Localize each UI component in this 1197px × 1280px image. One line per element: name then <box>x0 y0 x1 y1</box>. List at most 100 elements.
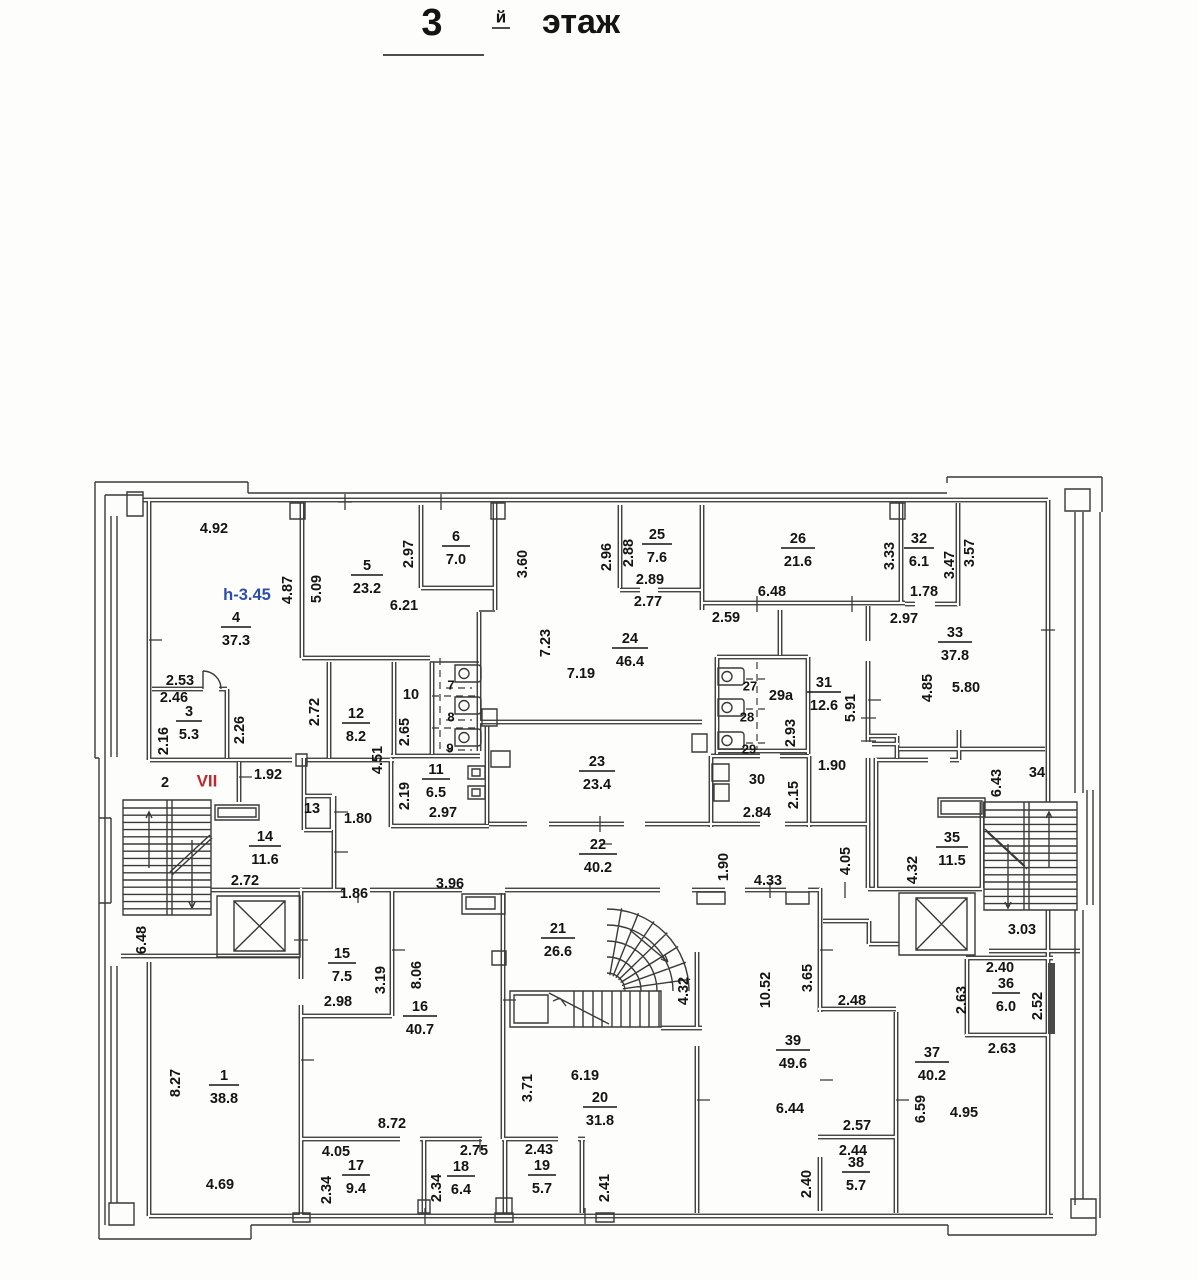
svg-text:33: 33 <box>947 625 963 641</box>
svg-text:2.40: 2.40 <box>986 960 1014 976</box>
svg-text:37: 37 <box>924 1045 940 1061</box>
svg-text:3.19: 3.19 <box>373 966 389 994</box>
svg-text:27: 27 <box>743 679 757 694</box>
svg-text:19: 19 <box>534 1158 550 1174</box>
svg-text:38.8: 38.8 <box>210 1091 238 1107</box>
svg-text:2.15: 2.15 <box>786 781 802 809</box>
svg-text:2.57: 2.57 <box>843 1118 871 1134</box>
svg-text:15: 15 <box>334 946 350 962</box>
svg-text:36: 36 <box>998 976 1014 992</box>
svg-text:34: 34 <box>1029 765 1045 781</box>
svg-text:8.06: 8.06 <box>409 961 425 989</box>
svg-text:4.33: 4.33 <box>754 873 782 889</box>
svg-text:4.85: 4.85 <box>920 674 936 702</box>
svg-text:6.48: 6.48 <box>758 584 786 600</box>
svg-text:6.59: 6.59 <box>913 1095 929 1123</box>
svg-text:2.26: 2.26 <box>232 716 248 744</box>
svg-text:2.52: 2.52 <box>1030 992 1046 1020</box>
svg-text:h-3.45: h-3.45 <box>223 586 271 604</box>
svg-text:7.0: 7.0 <box>446 552 466 568</box>
svg-text:21: 21 <box>550 921 566 937</box>
svg-text:2.59: 2.59 <box>712 610 740 626</box>
svg-text:24: 24 <box>622 631 638 647</box>
svg-text:4.05: 4.05 <box>838 847 854 875</box>
svg-text:6.21: 6.21 <box>390 598 418 614</box>
svg-text:4.32: 4.32 <box>676 977 692 1005</box>
svg-text:3.65: 3.65 <box>800 964 816 992</box>
svg-text:2.72: 2.72 <box>307 698 323 726</box>
svg-text:1.90: 1.90 <box>716 853 732 881</box>
svg-text:2.34: 2.34 <box>319 1176 335 1204</box>
svg-text:7.6: 7.6 <box>647 550 667 566</box>
svg-text:3.33: 3.33 <box>882 542 898 570</box>
svg-text:2.65: 2.65 <box>397 718 413 746</box>
svg-text:28: 28 <box>740 710 754 725</box>
svg-text:2.97: 2.97 <box>429 805 457 821</box>
svg-text:2.48: 2.48 <box>838 993 866 1009</box>
svg-text:6.44: 6.44 <box>776 1101 804 1117</box>
svg-text:21.6: 21.6 <box>784 554 812 570</box>
svg-text:11: 11 <box>428 762 443 778</box>
svg-text:6.0: 6.0 <box>996 999 1016 1015</box>
svg-text:26.6: 26.6 <box>544 944 572 960</box>
svg-text:40.2: 40.2 <box>584 860 612 876</box>
svg-text:32: 32 <box>911 531 927 547</box>
svg-text:7.19: 7.19 <box>567 666 595 682</box>
svg-text:3.57: 3.57 <box>962 539 978 567</box>
svg-text:2.77: 2.77 <box>634 594 662 610</box>
svg-text:11.5: 11.5 <box>938 853 965 869</box>
svg-text:4.92: 4.92 <box>200 521 228 537</box>
svg-text:1: 1 <box>220 1068 228 1084</box>
svg-text:3.03: 3.03 <box>1008 922 1036 938</box>
svg-text:5.91: 5.91 <box>843 694 859 722</box>
svg-text:2.34: 2.34 <box>429 1174 445 1202</box>
svg-text:16: 16 <box>412 999 428 1015</box>
svg-text:1.90: 1.90 <box>818 758 846 774</box>
svg-text:35: 35 <box>944 830 960 846</box>
svg-text:20: 20 <box>592 1090 608 1106</box>
svg-text:2.46: 2.46 <box>160 690 188 706</box>
svg-text:8.2: 8.2 <box>346 729 366 745</box>
svg-text:4: 4 <box>232 610 240 626</box>
svg-text:7: 7 <box>447 678 454 693</box>
svg-text:9: 9 <box>446 741 453 756</box>
svg-text:5.09: 5.09 <box>309 575 325 603</box>
svg-text:2.72: 2.72 <box>231 873 259 889</box>
svg-text:2: 2 <box>161 775 169 791</box>
svg-text:2.19: 2.19 <box>397 782 413 810</box>
svg-text:6: 6 <box>452 529 460 545</box>
svg-text:25: 25 <box>649 527 665 543</box>
svg-text:2.97: 2.97 <box>890 611 918 627</box>
svg-text:13: 13 <box>304 801 320 817</box>
svg-text:9.4: 9.4 <box>346 1181 366 1197</box>
svg-text:1.78: 1.78 <box>910 584 938 600</box>
svg-text:46.4: 46.4 <box>616 654 644 670</box>
svg-text:11.6: 11.6 <box>251 852 278 868</box>
svg-text:1.80: 1.80 <box>344 811 372 827</box>
svg-text:37.8: 37.8 <box>941 648 969 664</box>
svg-text:4.95: 4.95 <box>950 1105 978 1121</box>
svg-text:31.8: 31.8 <box>586 1113 614 1129</box>
svg-text:31: 31 <box>816 675 832 691</box>
svg-text:23.4: 23.4 <box>583 777 611 793</box>
svg-text:2.89: 2.89 <box>636 572 664 588</box>
svg-text:2.84: 2.84 <box>743 805 771 821</box>
svg-text:4.32: 4.32 <box>905 856 921 884</box>
svg-text:5.3: 5.3 <box>179 727 199 743</box>
svg-text:1.86: 1.86 <box>340 886 368 902</box>
svg-text:2.96: 2.96 <box>599 543 615 571</box>
svg-text:10: 10 <box>403 687 419 703</box>
svg-text:2.98: 2.98 <box>324 994 352 1010</box>
svg-text:40.2: 40.2 <box>918 1068 946 1084</box>
svg-text:8.27: 8.27 <box>168 1069 184 1097</box>
svg-text:6.5: 6.5 <box>426 785 446 801</box>
svg-text:3.47: 3.47 <box>942 551 958 579</box>
svg-text:этаж: этаж <box>542 3 621 41</box>
svg-text:26: 26 <box>790 531 806 547</box>
svg-text:5.80: 5.80 <box>952 680 980 696</box>
svg-text:2.40: 2.40 <box>799 1170 815 1198</box>
svg-text:2.43: 2.43 <box>525 1142 553 1158</box>
svg-text:8.72: 8.72 <box>378 1116 406 1132</box>
svg-text:3: 3 <box>185 704 193 720</box>
svg-text:49.6: 49.6 <box>779 1056 807 1072</box>
